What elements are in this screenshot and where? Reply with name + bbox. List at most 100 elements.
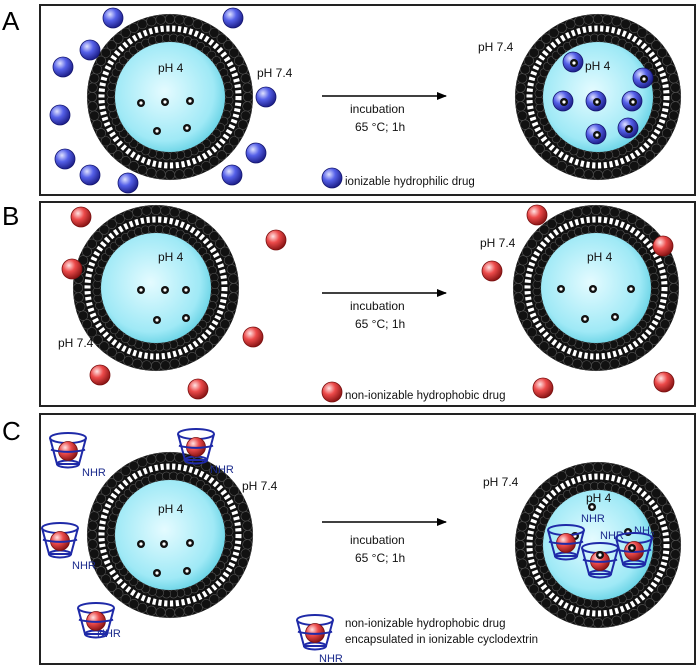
legend-text-b: non-ionizable hydrophobic drug bbox=[345, 390, 505, 402]
hydrophobic-drug-sphere bbox=[89, 364, 111, 386]
inner-dot bbox=[186, 97, 194, 105]
cyclodextrin-complex bbox=[177, 428, 215, 465]
legend-drug-sphere-a bbox=[321, 167, 343, 189]
nhr-label-inner-2: NHR bbox=[600, 530, 624, 542]
inner-dot bbox=[183, 124, 191, 132]
hydrophilic-drug-sphere bbox=[52, 56, 74, 78]
inner-dot bbox=[581, 315, 589, 323]
hydrophobic-drug-sphere bbox=[653, 371, 675, 393]
arrow-label-conditions-a: 65 °C; 1h bbox=[355, 120, 405, 134]
hydrophilic-drug-sphere bbox=[79, 164, 101, 186]
cyclodextrin-complex bbox=[547, 524, 585, 561]
panel-b: B pH 4 pH 7.4 pH 7.4 pH 4 incubation 65 … bbox=[2, 201, 696, 407]
liposome-right-b bbox=[512, 204, 680, 372]
cyclodextrin-complex bbox=[49, 432, 87, 469]
protonated-drug-dot bbox=[593, 131, 601, 139]
hydrophilic-drug-sphere bbox=[49, 104, 71, 126]
inner-dot bbox=[557, 285, 565, 293]
outer-ph-label-b-right: pH 7.4 bbox=[480, 236, 516, 250]
inner-dot bbox=[182, 286, 190, 294]
cyclodextrin-complex bbox=[296, 614, 334, 651]
inner-dot bbox=[160, 540, 168, 548]
inner-ph-label-a-right: pH 4 bbox=[585, 59, 611, 73]
inner-dot bbox=[161, 286, 169, 294]
outer-ph-label-c-right: pH 7.4 bbox=[483, 475, 519, 489]
liposome-left-b bbox=[72, 204, 240, 372]
panel-c-frame bbox=[39, 413, 696, 665]
protonated-drug-dot bbox=[629, 98, 637, 106]
hydrophobic-drug-sphere bbox=[652, 235, 674, 257]
panel-letter-b: B bbox=[2, 201, 19, 231]
inner-ph-label-c-right: pH 4 bbox=[586, 491, 612, 505]
liposome-left-c bbox=[86, 451, 254, 619]
panel-a-frame bbox=[39, 4, 696, 196]
hydrophilic-drug-sphere bbox=[255, 86, 277, 108]
cyclodextrin-complex bbox=[615, 532, 653, 569]
inner-dot bbox=[589, 285, 597, 293]
inner-dot bbox=[137, 540, 145, 548]
inner-dot bbox=[153, 316, 161, 324]
outer-ph-label-b-left: pH 7.4 bbox=[58, 336, 94, 350]
inner-ph-label-a-left: pH 4 bbox=[158, 61, 184, 75]
hydrophobic-drug-sphere bbox=[61, 258, 83, 280]
nhr-label-legend: NHR bbox=[319, 653, 343, 665]
hydrophobic-drug-sphere bbox=[242, 326, 264, 348]
nhr-label-3: NHR bbox=[72, 560, 96, 572]
nhr-label-2: NHR bbox=[210, 464, 234, 476]
protonated-drug-dot bbox=[625, 125, 633, 133]
hydrophobic-drug-sphere bbox=[481, 260, 503, 282]
panel-b-frame bbox=[39, 201, 696, 407]
inner-dot bbox=[153, 127, 161, 135]
arrow-label-conditions-c: 65 °C; 1h bbox=[355, 551, 405, 565]
legend-text-c-line1: non-ionizable hydrophobic drug bbox=[345, 618, 505, 630]
hydrophobic-drug-sphere bbox=[187, 378, 209, 400]
inner-dot bbox=[611, 313, 619, 321]
cyclodextrin-complex bbox=[41, 522, 79, 559]
panel-c: C pH 4 pH 7.4 pH 7.4 pH 4 incubation 65 … bbox=[2, 413, 696, 665]
hydrophilic-drug-sphere bbox=[79, 39, 101, 61]
inner-ph-label-c-left: pH 4 bbox=[158, 502, 184, 516]
inner-dot bbox=[186, 539, 194, 547]
inner-dot bbox=[627, 285, 635, 293]
hydrophilic-drug-sphere bbox=[54, 148, 76, 170]
panel-letter-c: C bbox=[2, 416, 21, 446]
inner-ph-label-b-right: pH 4 bbox=[587, 250, 613, 264]
hydrophilic-drug-sphere bbox=[245, 142, 267, 164]
protonated-drug-dot bbox=[640, 75, 648, 83]
protonated-drug-dot bbox=[628, 544, 636, 552]
outer-ph-label-c-left: pH 7.4 bbox=[242, 479, 278, 493]
hydrophilic-drug-sphere bbox=[117, 172, 139, 194]
hydrophilic-drug-sphere bbox=[221, 164, 243, 186]
arrow-label-conditions-b: 65 °C; 1h bbox=[355, 317, 405, 331]
nhr-label-inner-1: NHR bbox=[581, 513, 605, 525]
arrow-label-incubation-b: incubation bbox=[350, 299, 405, 313]
hydrophilic-drug-sphere bbox=[222, 7, 244, 29]
hydrophobic-drug-sphere bbox=[265, 229, 287, 251]
hydrophobic-drug-sphere bbox=[70, 206, 92, 228]
inner-dot bbox=[137, 99, 145, 107]
arrow-label-incubation-a: incubation bbox=[350, 102, 405, 116]
legend-text-a: ionizable hydrophilic drug bbox=[345, 176, 475, 188]
inner-dot bbox=[161, 98, 169, 106]
legend-text-c-line2: encapsulated in ionizable cyclodextrin bbox=[345, 634, 538, 646]
nhr-label-1: NHR bbox=[82, 467, 106, 479]
hydrophobic-drug-sphere bbox=[526, 204, 548, 226]
inner-dot bbox=[153, 569, 161, 577]
outer-ph-label-a-left: pH 7.4 bbox=[257, 66, 293, 80]
protonated-drug-dot bbox=[593, 98, 601, 106]
liposome-right-c bbox=[514, 461, 682, 629]
legend-drug-sphere-b bbox=[321, 381, 343, 403]
hydrophilic-drug-sphere bbox=[102, 7, 124, 29]
arrow-label-incubation-c: incubation bbox=[350, 533, 405, 547]
protonated-drug-dot bbox=[560, 98, 568, 106]
outer-ph-label-a-right: pH 7.4 bbox=[478, 40, 514, 54]
inner-dot bbox=[183, 567, 191, 575]
inner-dot bbox=[588, 503, 596, 511]
hydrophobic-drug-sphere bbox=[532, 377, 554, 399]
inner-ph-label-b-left: pH 4 bbox=[158, 250, 184, 264]
panel-letter-a: A bbox=[2, 6, 20, 36]
inner-dot bbox=[624, 528, 632, 536]
inner-dot bbox=[137, 286, 145, 294]
inner-dot bbox=[182, 314, 190, 322]
